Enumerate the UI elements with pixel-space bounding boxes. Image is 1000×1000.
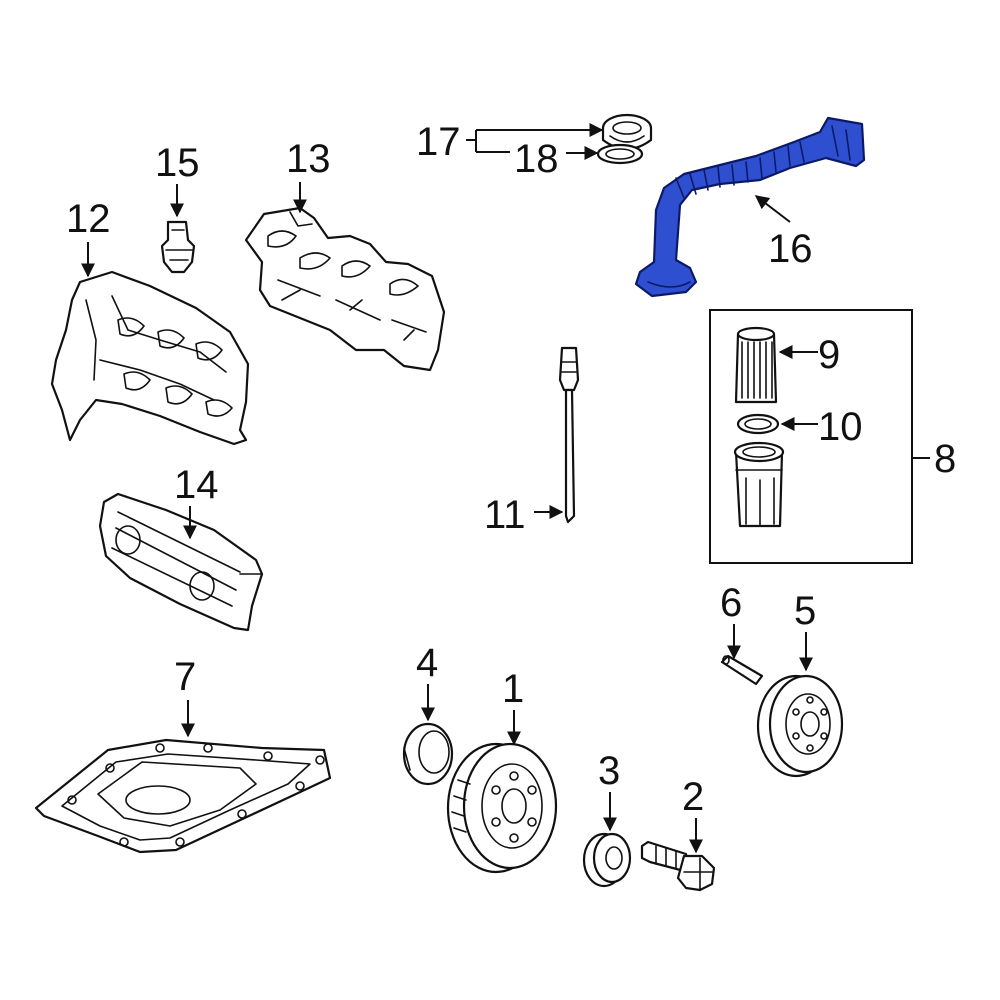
filter-kit-box (709, 309, 930, 564)
callout-13: 13 (286, 137, 331, 181)
callout-17: 17 (416, 120, 461, 164)
callout-3: 3 (598, 749, 620, 793)
dowel-pin (720, 654, 764, 686)
exhaust-manifold (244, 206, 446, 372)
oil-pan-gasket (34, 738, 332, 854)
oil-filler-cap (601, 113, 653, 151)
callout-16: 16 (768, 227, 813, 271)
callout-12: 12 (66, 197, 111, 241)
callout-8: 8 (934, 437, 956, 481)
sensor (160, 220, 196, 274)
crankshaft-pulley (446, 742, 558, 874)
callout-5: 5 (794, 589, 816, 633)
o-ring (736, 413, 780, 435)
callout-4: 4 (416, 641, 438, 685)
oil-filler-tube (634, 116, 866, 298)
callout-15: 15 (155, 141, 200, 185)
filter-housing-cap (733, 441, 785, 528)
dipstick (558, 346, 580, 524)
valve-cover (50, 270, 250, 446)
callout-9: 9 (818, 333, 840, 377)
filler-cap-seal (596, 143, 644, 165)
callout-10: 10 (818, 405, 863, 449)
callout-2: 2 (682, 775, 704, 819)
callout-7: 7 (174, 655, 196, 699)
timing-sprocket (756, 674, 844, 778)
callout-1: 1 (502, 667, 524, 711)
valve-cover-gasket (98, 492, 264, 632)
callout-14: 14 (174, 463, 219, 507)
leader-16 (754, 195, 791, 223)
callout-11: 11 (484, 493, 526, 537)
callout-6: 6 (720, 581, 742, 625)
pulley-washer (582, 832, 632, 888)
pulley-bolt (640, 840, 716, 892)
oil-filter-element (734, 326, 778, 404)
callout-18: 18 (514, 137, 559, 181)
crankshaft-seal (402, 722, 454, 786)
leader-17-18 (466, 123, 604, 160)
